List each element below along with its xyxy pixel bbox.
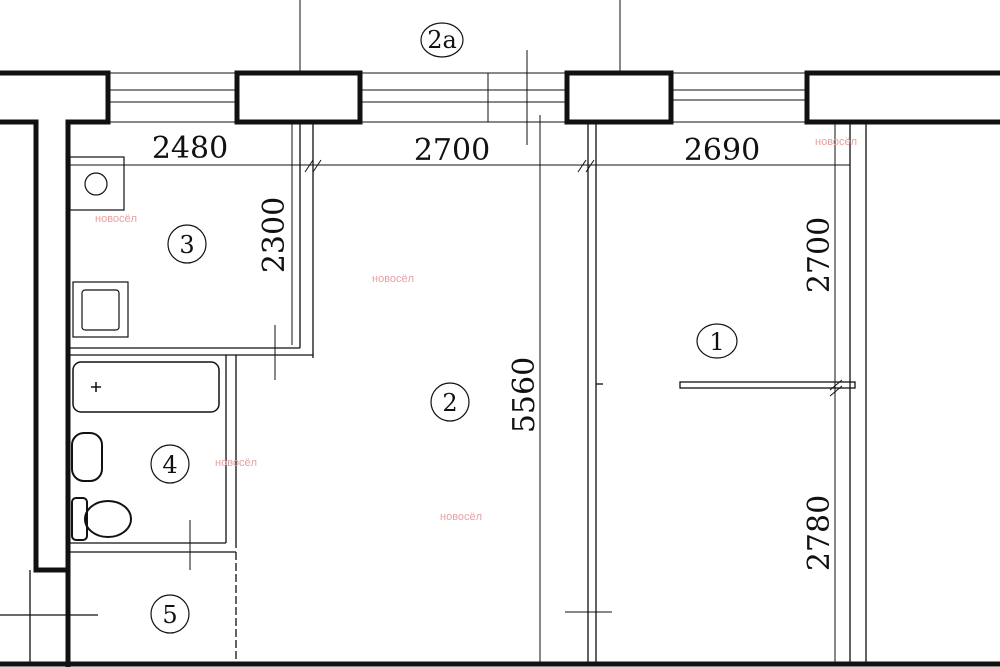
washbasin-icon (71, 432, 103, 482)
watermark: новосёл (95, 213, 137, 225)
stove-icon (69, 156, 125, 211)
room-label-2: 2 (442, 389, 457, 417)
axis-label-2a: 2а (427, 26, 457, 54)
dim-room1-lower-depth: 2780 (802, 495, 837, 571)
room-label-1: 1 (709, 328, 724, 356)
dim-room1-width: 2690 (684, 133, 760, 168)
exterior-wall (0, 70, 1000, 667)
room-markers (150, 22, 738, 634)
watermark: новосёл (815, 136, 857, 148)
room-label-5: 5 (162, 601, 177, 629)
watermark: новосёл (372, 273, 414, 285)
partitions (0, 122, 867, 664)
windows (108, 72, 807, 123)
sink-icon (72, 281, 129, 338)
dim-kitchen-width: 2480 (152, 131, 228, 166)
dim-room1-upper-depth: 2700 (802, 217, 837, 293)
dim-kitchen-depth: 2300 (257, 197, 292, 273)
toilet-icon (71, 497, 132, 541)
dim-room2-width: 2700 (414, 133, 490, 168)
room-label-4: 4 (162, 451, 177, 479)
dimension-lines (68, 115, 850, 664)
watermark: новосёл (215, 457, 257, 469)
bathtub-icon (72, 361, 220, 413)
watermark: новосёл (440, 511, 482, 523)
dim-room2-depth: 5560 (507, 357, 542, 433)
room-label-3: 3 (179, 231, 194, 259)
